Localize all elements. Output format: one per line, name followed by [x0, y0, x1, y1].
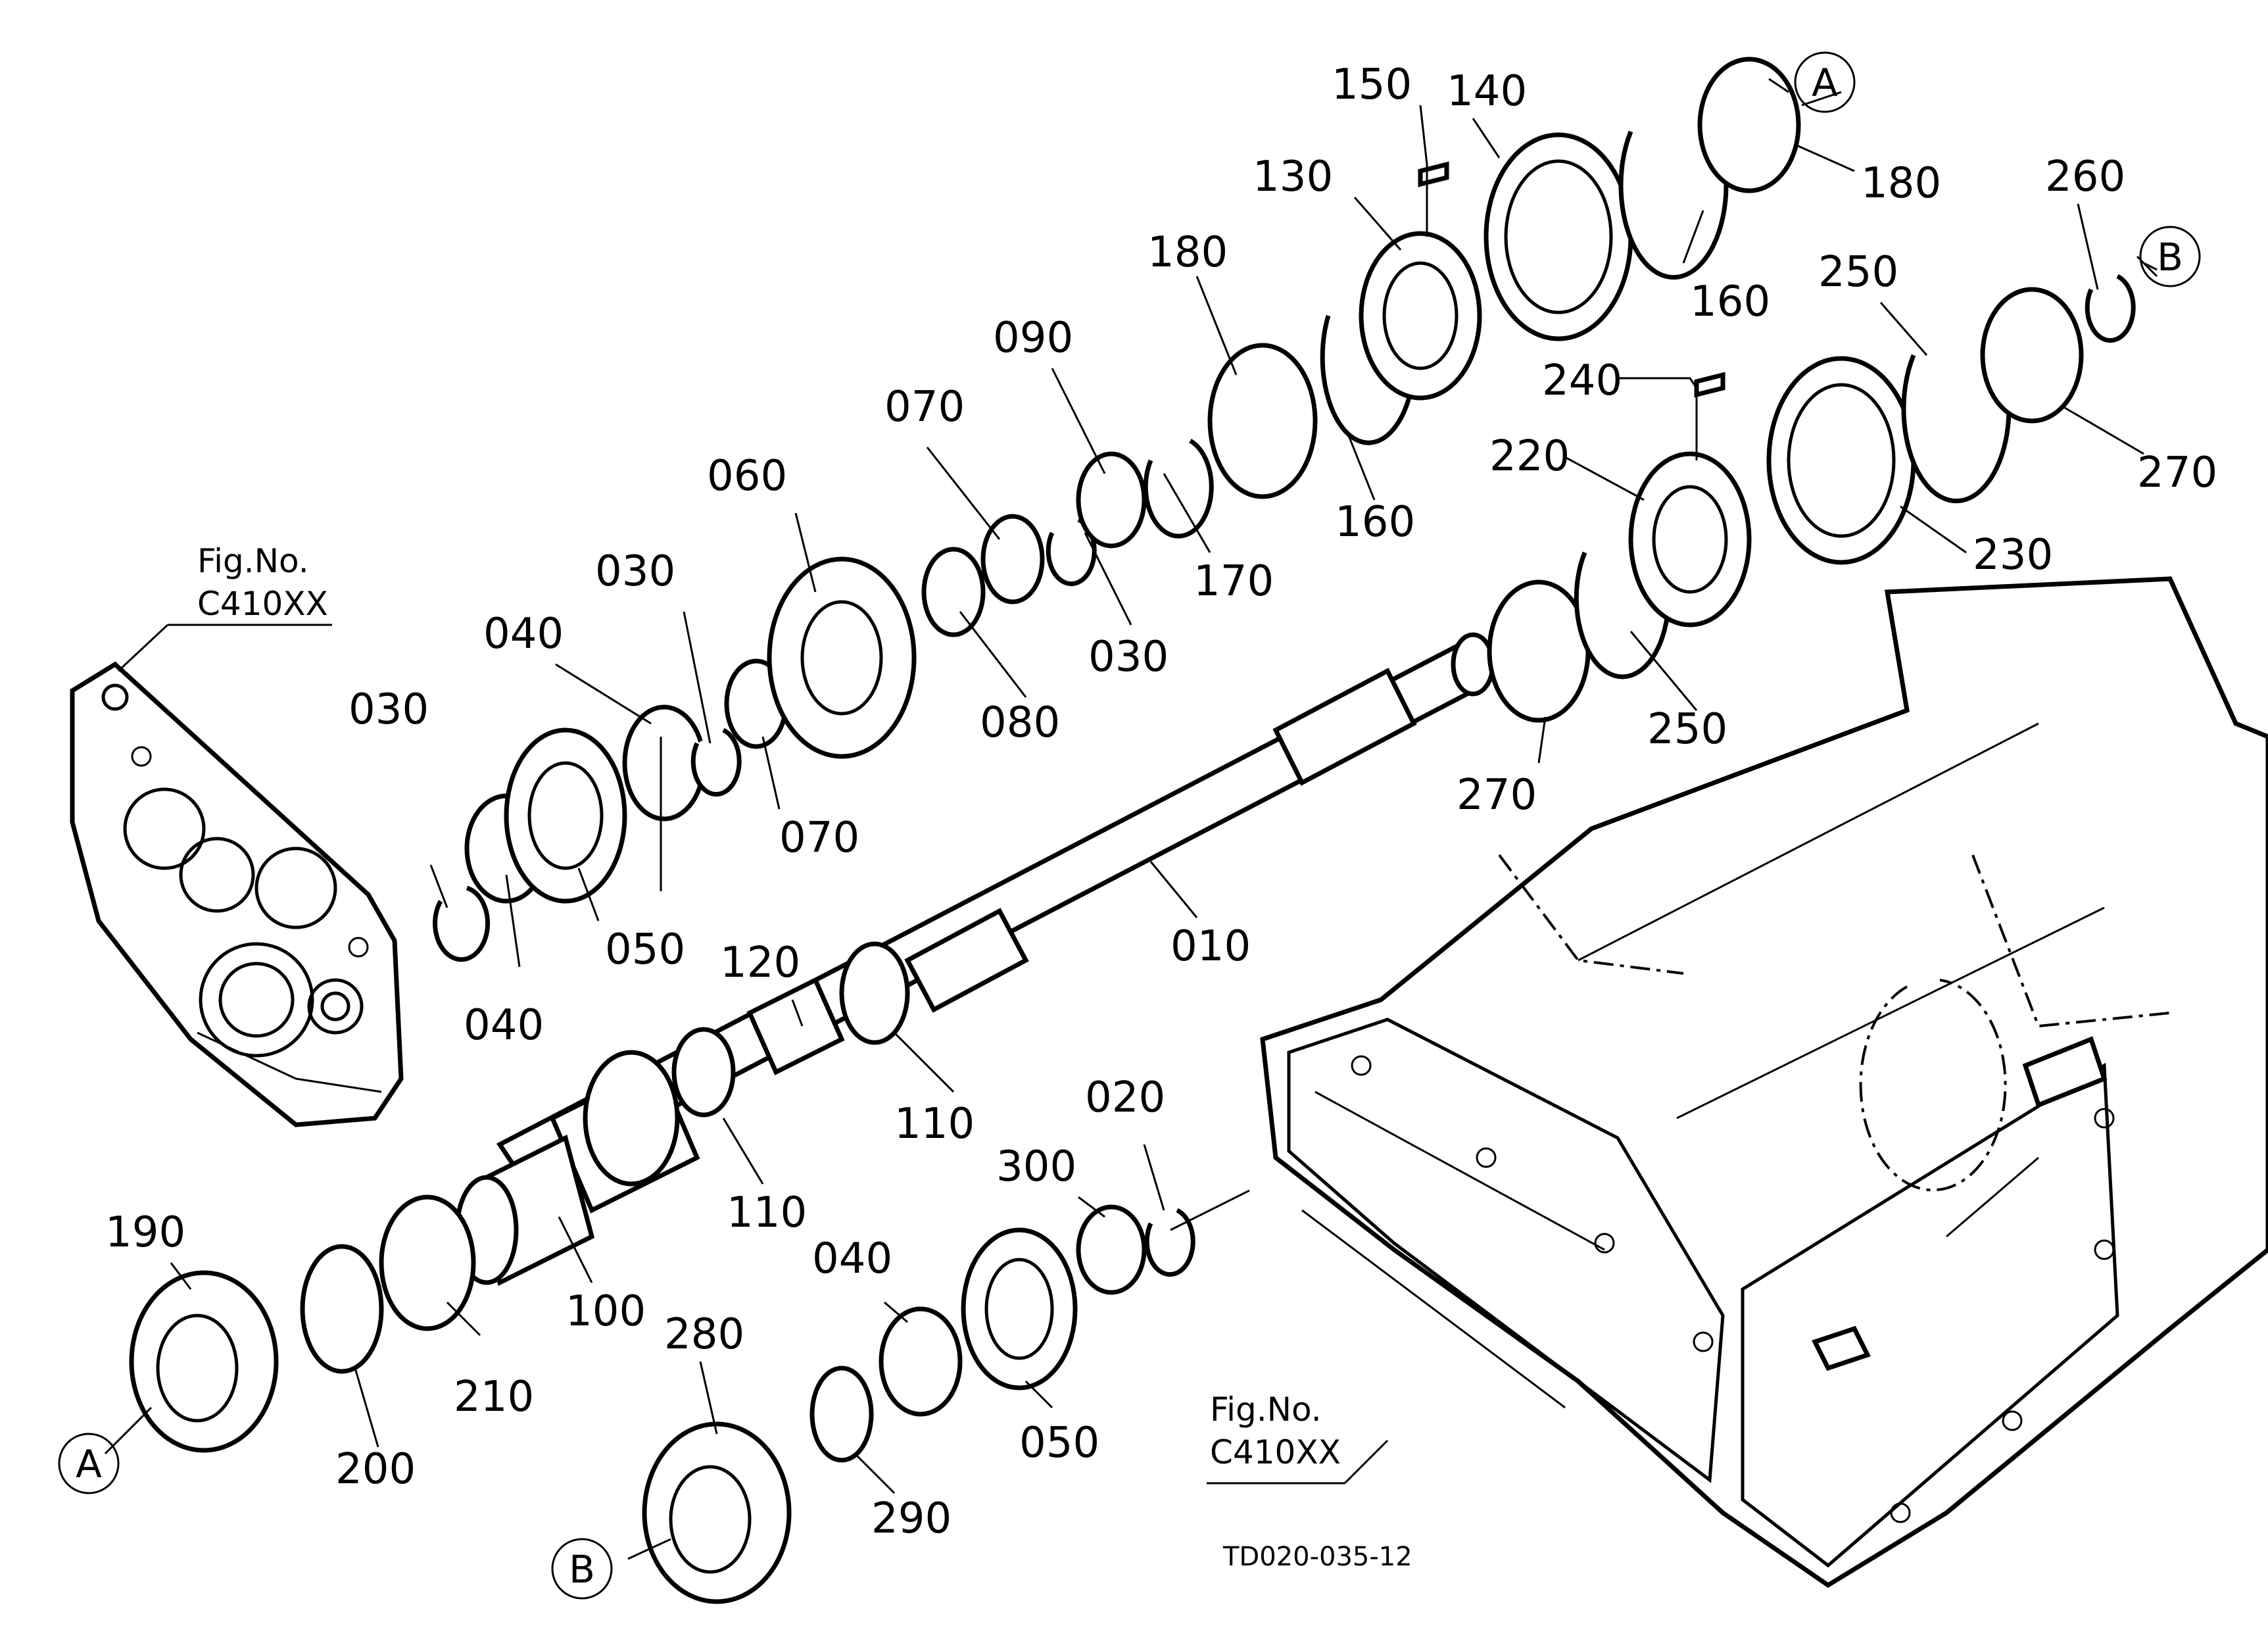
connector-b-top: B	[2139, 226, 2201, 287]
part-label-230: 230	[1973, 531, 2053, 579]
part-label-120: 120	[720, 939, 800, 987]
lower-left-parts	[129, 941, 910, 1453]
part-label-030-left: 030	[349, 685, 429, 734]
part-label-240: 240	[1542, 356, 1622, 405]
ring-170	[1143, 438, 1214, 539]
synchronizer-ring-180-top	[1697, 57, 1801, 193]
part-label-300: 300	[996, 1143, 1076, 1191]
front-housing-plate	[70, 661, 404, 1127]
part-label-200: 200	[335, 1445, 416, 1494]
part-label-030-mid: 030	[595, 547, 675, 596]
part-label-190: 190	[105, 1208, 185, 1257]
part-label-080: 080	[980, 699, 1060, 747]
part-label-040-left: 040	[464, 1001, 544, 1050]
part-label-270-lower: 270	[1457, 771, 1537, 820]
thrust-washer-210	[379, 1194, 476, 1331]
connector-a-bottom: A	[58, 1433, 120, 1494]
part-label-180-top: 180	[1861, 159, 1941, 208]
part-label-160-top: 160	[1690, 278, 1770, 326]
bearing-050-upper	[504, 727, 627, 904]
hub-130	[1359, 231, 1482, 401]
washer-300	[1076, 1204, 1147, 1295]
hub-220	[1628, 451, 1752, 627]
connector-a-top: A	[1794, 51, 1856, 113]
second-sync-parts	[1487, 274, 2136, 723]
part-label-010: 010	[1170, 922, 1251, 971]
needle-bearing-200	[300, 1244, 384, 1374]
fig-ref-case-right-line1: Fig.No.	[1210, 1390, 1322, 1429]
fig-ref-housing-left-line1: Fig.No.	[197, 542, 309, 580]
part-label-020: 020	[1085, 1073, 1165, 1122]
part-label-180-upper: 180	[1147, 228, 1228, 277]
part-label-040-lower: 040	[812, 1235, 892, 1283]
upper-parts	[433, 57, 1801, 962]
snap-ring-260	[2085, 274, 2136, 343]
part-label-210: 210	[454, 1373, 534, 1421]
snap-ring-030-left	[433, 885, 491, 962]
part-label-280: 280	[664, 1310, 744, 1359]
part-label-150: 150	[1332, 61, 1412, 109]
fig-ref-housing-left-line2: C410XX	[197, 585, 328, 623]
lower-right-parts	[642, 1189, 1250, 1604]
part-label-220: 220	[1489, 432, 1570, 481]
needle-bearing-110-upper	[839, 941, 910, 1045]
part-label-260: 260	[2045, 153, 2125, 201]
bearing-050-lower	[961, 1227, 1078, 1390]
svg-text:A: A	[1812, 61, 1838, 105]
sleeve-140	[1484, 132, 1633, 341]
collar-080	[921, 547, 986, 637]
part-label-070-upper: 070	[884, 383, 965, 431]
part-label-140: 140	[1447, 67, 1527, 116]
leader-lines	[104, 78, 2158, 1560]
part-label-110-lower: 110	[727, 1189, 807, 1237]
part-label-050-upper: 050	[605, 925, 685, 974]
part-label-060: 060	[707, 452, 787, 501]
part-label-250-lower: 250	[1647, 705, 1727, 754]
part-label-100: 100	[566, 1287, 646, 1336]
drawing-number: TD020-035-12	[1222, 1542, 1412, 1572]
key-150	[1418, 161, 1449, 187]
synchronizer-ring-180-upper	[1207, 343, 1318, 499]
needle-bearing-110-lower	[671, 1027, 736, 1118]
part-number-labels: 010 020 030 030 030 040 040 040 050 050 …	[105, 61, 2217, 1543]
gear-060	[767, 556, 917, 759]
connector-b-bottom: B	[551, 1538, 613, 1600]
main-shaft	[454, 632, 1495, 1287]
part-label-250-upper: 250	[1818, 248, 1898, 297]
synchronizer-ring-270-upper	[1980, 287, 2084, 424]
part-label-050-lower: 050	[1019, 1419, 1099, 1467]
svg-text:B: B	[569, 1547, 595, 1592]
part-label-030-upper: 030	[1088, 633, 1169, 681]
collar-120	[746, 977, 845, 1075]
gear-190	[129, 1270, 279, 1453]
part-label-160-upper: 160	[1335, 498, 1415, 547]
figure-references: Fig.No. C410XX Fig.No. C410XX	[197, 542, 1341, 1471]
part-label-130: 130	[1253, 153, 1333, 201]
gear-280	[642, 1421, 792, 1604]
part-label-270-upper: 270	[2137, 449, 2217, 497]
sleeve-230	[1766, 356, 1916, 565]
needle-bearing-290	[809, 1365, 874, 1463]
part-label-070-lower: 070	[779, 814, 859, 862]
key-240	[1694, 372, 1725, 398]
thrust-washer-040-lower	[879, 1306, 963, 1417]
synchronizer-ring-270-lower	[1487, 579, 1591, 723]
snap-ring-030-mid	[690, 727, 742, 797]
part-label-170: 170	[1194, 557, 1274, 606]
snap-ring-020	[1144, 1208, 1195, 1277]
transmission-case	[1260, 576, 2268, 1588]
washer-090	[1076, 451, 1147, 549]
connector-circles: A A B B	[58, 51, 2201, 1600]
svg-text:A: A	[76, 1442, 102, 1487]
part-label-290: 290	[871, 1494, 952, 1543]
fig-ref-case-right-line2: C410XX	[1210, 1433, 1341, 1471]
part-label-090: 090	[993, 314, 1073, 362]
part-label-110-upper: 110	[894, 1100, 975, 1148]
part-label-040-upper: 040	[483, 610, 564, 658]
svg-text:B: B	[2157, 235, 2183, 280]
